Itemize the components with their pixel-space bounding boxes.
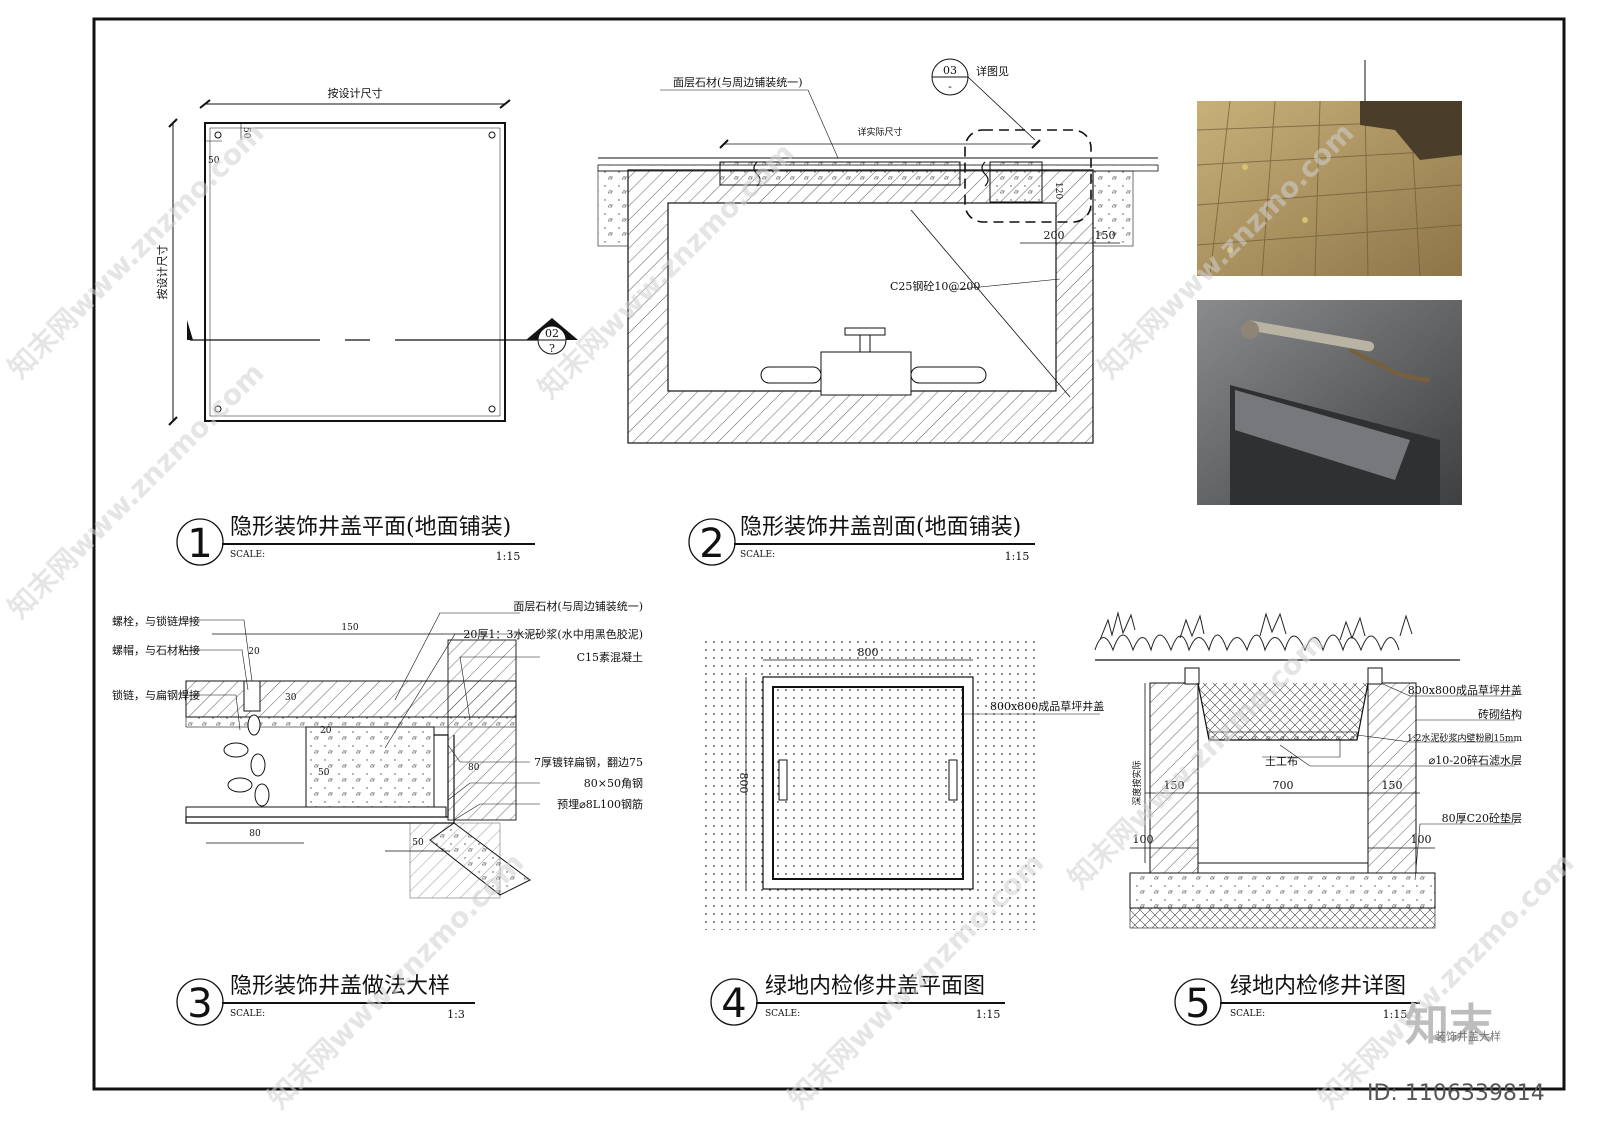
label-c15: C15素混凝土 (577, 650, 643, 664)
scale-label-2: SCALE: (740, 550, 775, 560)
dim-200: 200 (1044, 229, 1065, 242)
dim-120: 120 (1053, 182, 1063, 199)
title-block-5: 5 绿地内检修井详图 SCALE: 1:15 (1174, 974, 1420, 1027)
dim-50-top: 50 (241, 127, 251, 139)
label-brick: 砖砌结构 (1478, 707, 1522, 721)
label-angle-steel: 80×50角钢 (584, 777, 643, 790)
drawing-number-2: 2 (699, 521, 724, 567)
label-plaster: 1:2水泥砂浆内壁粉刷15mm (1407, 732, 1522, 744)
label-cap: 螺帽，与石材粘接 (112, 643, 200, 657)
dim-150: 150 (1095, 229, 1116, 242)
label-base: 80厚C20砼垫层 (1442, 811, 1522, 825)
label-concrete: C25钢砼10@200 (890, 280, 980, 293)
dim-actual: 详实际尺寸 (857, 126, 902, 138)
label-grass-cover-5: 800x800成品草坪井盖 (1408, 683, 1522, 697)
label-stone-3: 面层石材(与周边铺装统一) (513, 599, 643, 613)
footer-note: 装饰井盖大样 (1435, 1029, 1501, 1043)
scale-value-5: 1:15 (1383, 1008, 1408, 1021)
title-block-1: 1 隐形装饰井盖平面(地面铺装) SCALE: 1:15 (176, 515, 535, 567)
dim-20: 20 (248, 647, 260, 657)
photo-paving (1196, 60, 1463, 277)
scale-value-3: 1:3 (447, 1008, 465, 1021)
label-chain: 锁链，与扁钢焊接 (112, 688, 200, 702)
dim-100b: 100 (1411, 833, 1432, 846)
dim-80-vertical: 80 (468, 763, 480, 773)
label-rebar: 预埋⌀8L100钢筋 (557, 797, 643, 811)
label-depth: 深度按实际 (1131, 760, 1143, 805)
watermark-4: 知末网www.znzmo.com (2, 356, 271, 625)
label-grass-cover: 800x800成品草坪井盖 (990, 699, 1104, 713)
image-id: ID: 1106339814 (1367, 1081, 1545, 1106)
drawing-number-1: 1 (187, 521, 212, 567)
drawing-number-5: 5 (1185, 981, 1210, 1027)
detail-tag-top: 03 (943, 64, 957, 77)
scale-value-4: 1:15 (976, 1008, 1001, 1021)
label-gravel: ⌀10-20碎石滤水层 (1429, 753, 1522, 767)
dim-700: 700 (1273, 779, 1294, 792)
dim-50: 50 (318, 768, 330, 778)
label-bolt: 螺栓，与锁链焊接 (112, 614, 200, 628)
section-tag-top: 02 (545, 327, 559, 340)
outer-frame (92, 17, 1566, 1091)
dim-800-top: 800 (858, 646, 879, 659)
dim-50-side: 50 (208, 156, 220, 166)
dim-30: 30 (285, 693, 297, 703)
label-flat-steel: 7厚镀锌扁钢，翻边75 (534, 755, 643, 769)
dim-80: 80 (249, 829, 261, 839)
drawing-3-detail: 150 20 30 20 50 80 80 50 螺栓，与锁链焊接 螺帽，与石材… (112, 599, 643, 899)
drawing-title-2: 隐形装饰井盖剖面(地面铺装) (740, 515, 1021, 540)
title-block-3: 3 隐形装饰井盖做法大样 SCALE: 1:3 (176, 974, 475, 1027)
brand-watermark: 知末 (1405, 1000, 1493, 1051)
drawing-1-plan: 按设计尺寸 按设计尺寸 50 50 02 ? (155, 86, 578, 426)
detail-tag-bottom: - (948, 80, 952, 93)
label-fabric: 土工布 (1265, 755, 1298, 768)
title-block-4: 4 绿地内检修井盖平面图 SCALE: 1:15 (710, 974, 1005, 1027)
drawing-title-5: 绿地内检修井详图 (1230, 974, 1406, 999)
dim-left-text: 按设计尺寸 (155, 245, 169, 300)
photo-stone-cover (1197, 300, 1462, 505)
dim-150a: 150 (1164, 779, 1185, 792)
dim-50b: 50 (412, 838, 424, 848)
scale-label-3: SCALE: (230, 1009, 265, 1019)
cover-plan-outline (204, 122, 506, 422)
drawing-4-grass-cover-plan: 800 800 800x800成品草坪井盖 (705, 638, 1104, 930)
dim-800-left: 800 (737, 773, 750, 794)
drawing-title-3: 隐形装饰井盖做法大样 (230, 974, 450, 999)
section-tag-bottom: ? (549, 342, 555, 355)
drawing-title-4: 绿地内检修井盖平面图 (765, 974, 985, 999)
drawing-2-section: 03 - 详图见 面层石材(与周边铺装统一) 详实际尺寸 200 150 120… (597, 58, 1159, 444)
scale-value-2: 1:15 (1005, 550, 1030, 563)
dim-100a: 100 (1133, 833, 1154, 846)
label-stone: 面层石材(与周边铺装统一) (673, 75, 803, 89)
dim-20b: 20 (320, 726, 332, 736)
drawing-number-4: 4 (721, 981, 746, 1027)
drawing-number-3: 3 (187, 981, 212, 1027)
drawing-title-1: 隐形装饰井盖平面(地面铺装) (230, 515, 511, 540)
scale-value-1: 1:15 (496, 550, 521, 563)
cover-inner-edge (209, 127, 501, 417)
dim-top-text: 按设计尺寸 (328, 86, 383, 100)
label-detail: 详图见 (976, 64, 1009, 78)
scale-label-5: SCALE: (1230, 1009, 1265, 1019)
label-mortar: 20厚1：3水泥砂浆(水中用黑色胶泥) (463, 627, 643, 641)
scale-label-1: SCALE: (230, 550, 265, 560)
watermark-1: 知末网www.znzmo.com (2, 116, 271, 385)
dim-150b: 150 (1382, 779, 1403, 792)
title-block-2: 2 隐形装饰井盖剖面(地面铺装) SCALE: 1:15 (688, 515, 1035, 567)
scale-label-4: SCALE: (765, 1009, 800, 1019)
dim-150: 150 (341, 623, 358, 633)
drawing-5-grass-well-detail: 150 700 150 100 100 深度按实际 800x800成品草坪井盖 … (1094, 611, 1522, 929)
